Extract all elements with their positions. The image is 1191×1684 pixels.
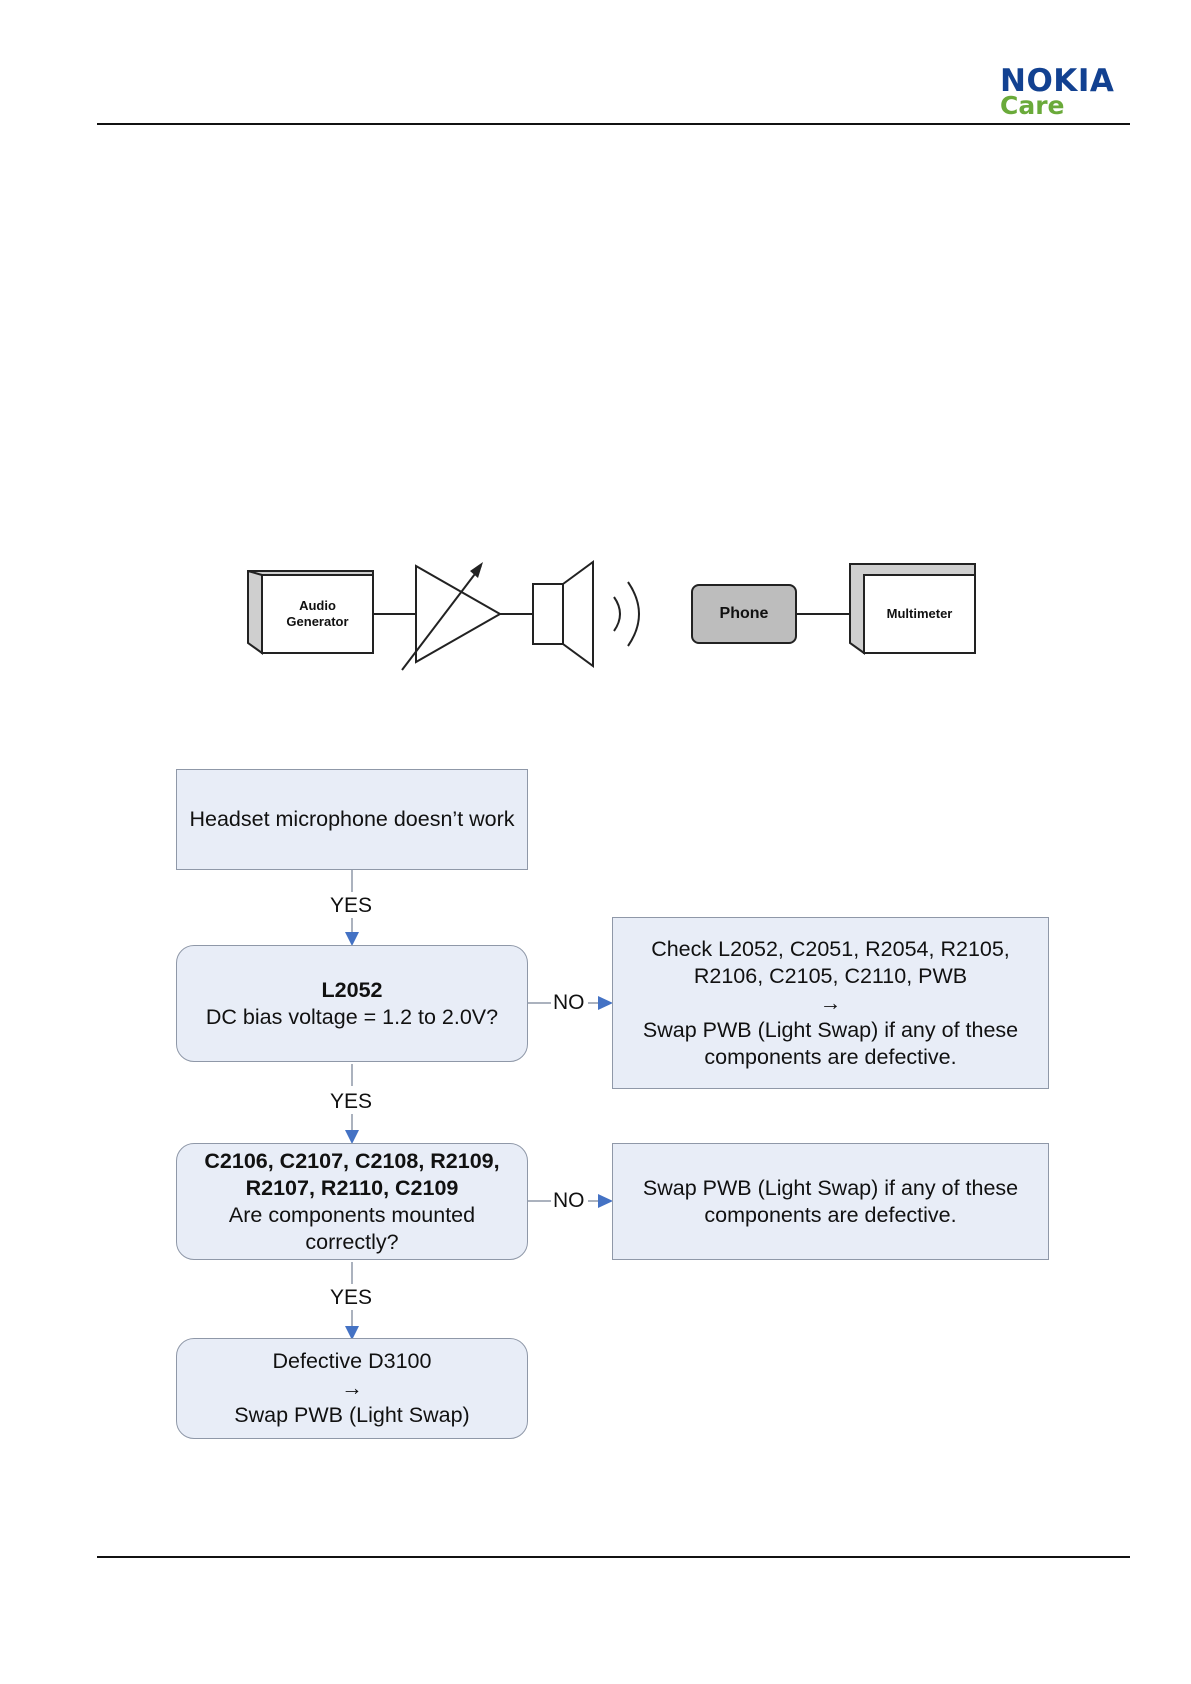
flow-start-box: Headset microphone doesn’t work — [176, 769, 528, 870]
multimeter-label: Multimeter — [886, 606, 953, 621]
flow-step2-no-box: Swap PWB (Light Swap) if any of these co… — [612, 1143, 1049, 1260]
flow-step2-box: C2106, C2107, C2108, R2109, R2107, R2110… — [176, 1143, 528, 1260]
yes-label: YES — [328, 1090, 375, 1114]
audio-generator-box — [247, 570, 374, 655]
arrow-head — [345, 1326, 359, 1340]
audio-generator-label: Audio Generator — [286, 598, 349, 629]
speaker-icon — [532, 560, 594, 668]
arrow-head — [345, 932, 359, 946]
arrow-head — [598, 1194, 613, 1208]
flow-end-box: Defective D3100 → Swap PWB (Light Swap) — [176, 1338, 528, 1439]
header-rule — [97, 123, 1130, 125]
care-logo: Care — [1000, 91, 1065, 120]
phone-box: Phone — [691, 584, 797, 644]
footer-rule — [97, 1556, 1130, 1558]
yes-label: YES — [328, 894, 375, 918]
flow-step1-box: L2052 DC bias voltage = 1.2 to 2.0V? — [176, 945, 528, 1062]
setup-diagram — [247, 560, 976, 671]
arrow-head — [345, 1130, 359, 1144]
no-label: NO — [551, 991, 587, 1015]
flowchart-arrows — [345, 870, 613, 1340]
sound-waves-icon — [613, 581, 640, 647]
variable-amplifier-icon — [401, 562, 503, 671]
multimeter-box — [849, 563, 976, 655]
yes-label: YES — [328, 1286, 375, 1310]
arrow-head — [598, 996, 613, 1010]
nokia-logo: NOKIA — [1000, 63, 1115, 99]
no-label: NO — [551, 1189, 587, 1213]
flow-step1-no-box: Check L2052, C2051, R2054, R2105, R2106,… — [612, 917, 1049, 1089]
